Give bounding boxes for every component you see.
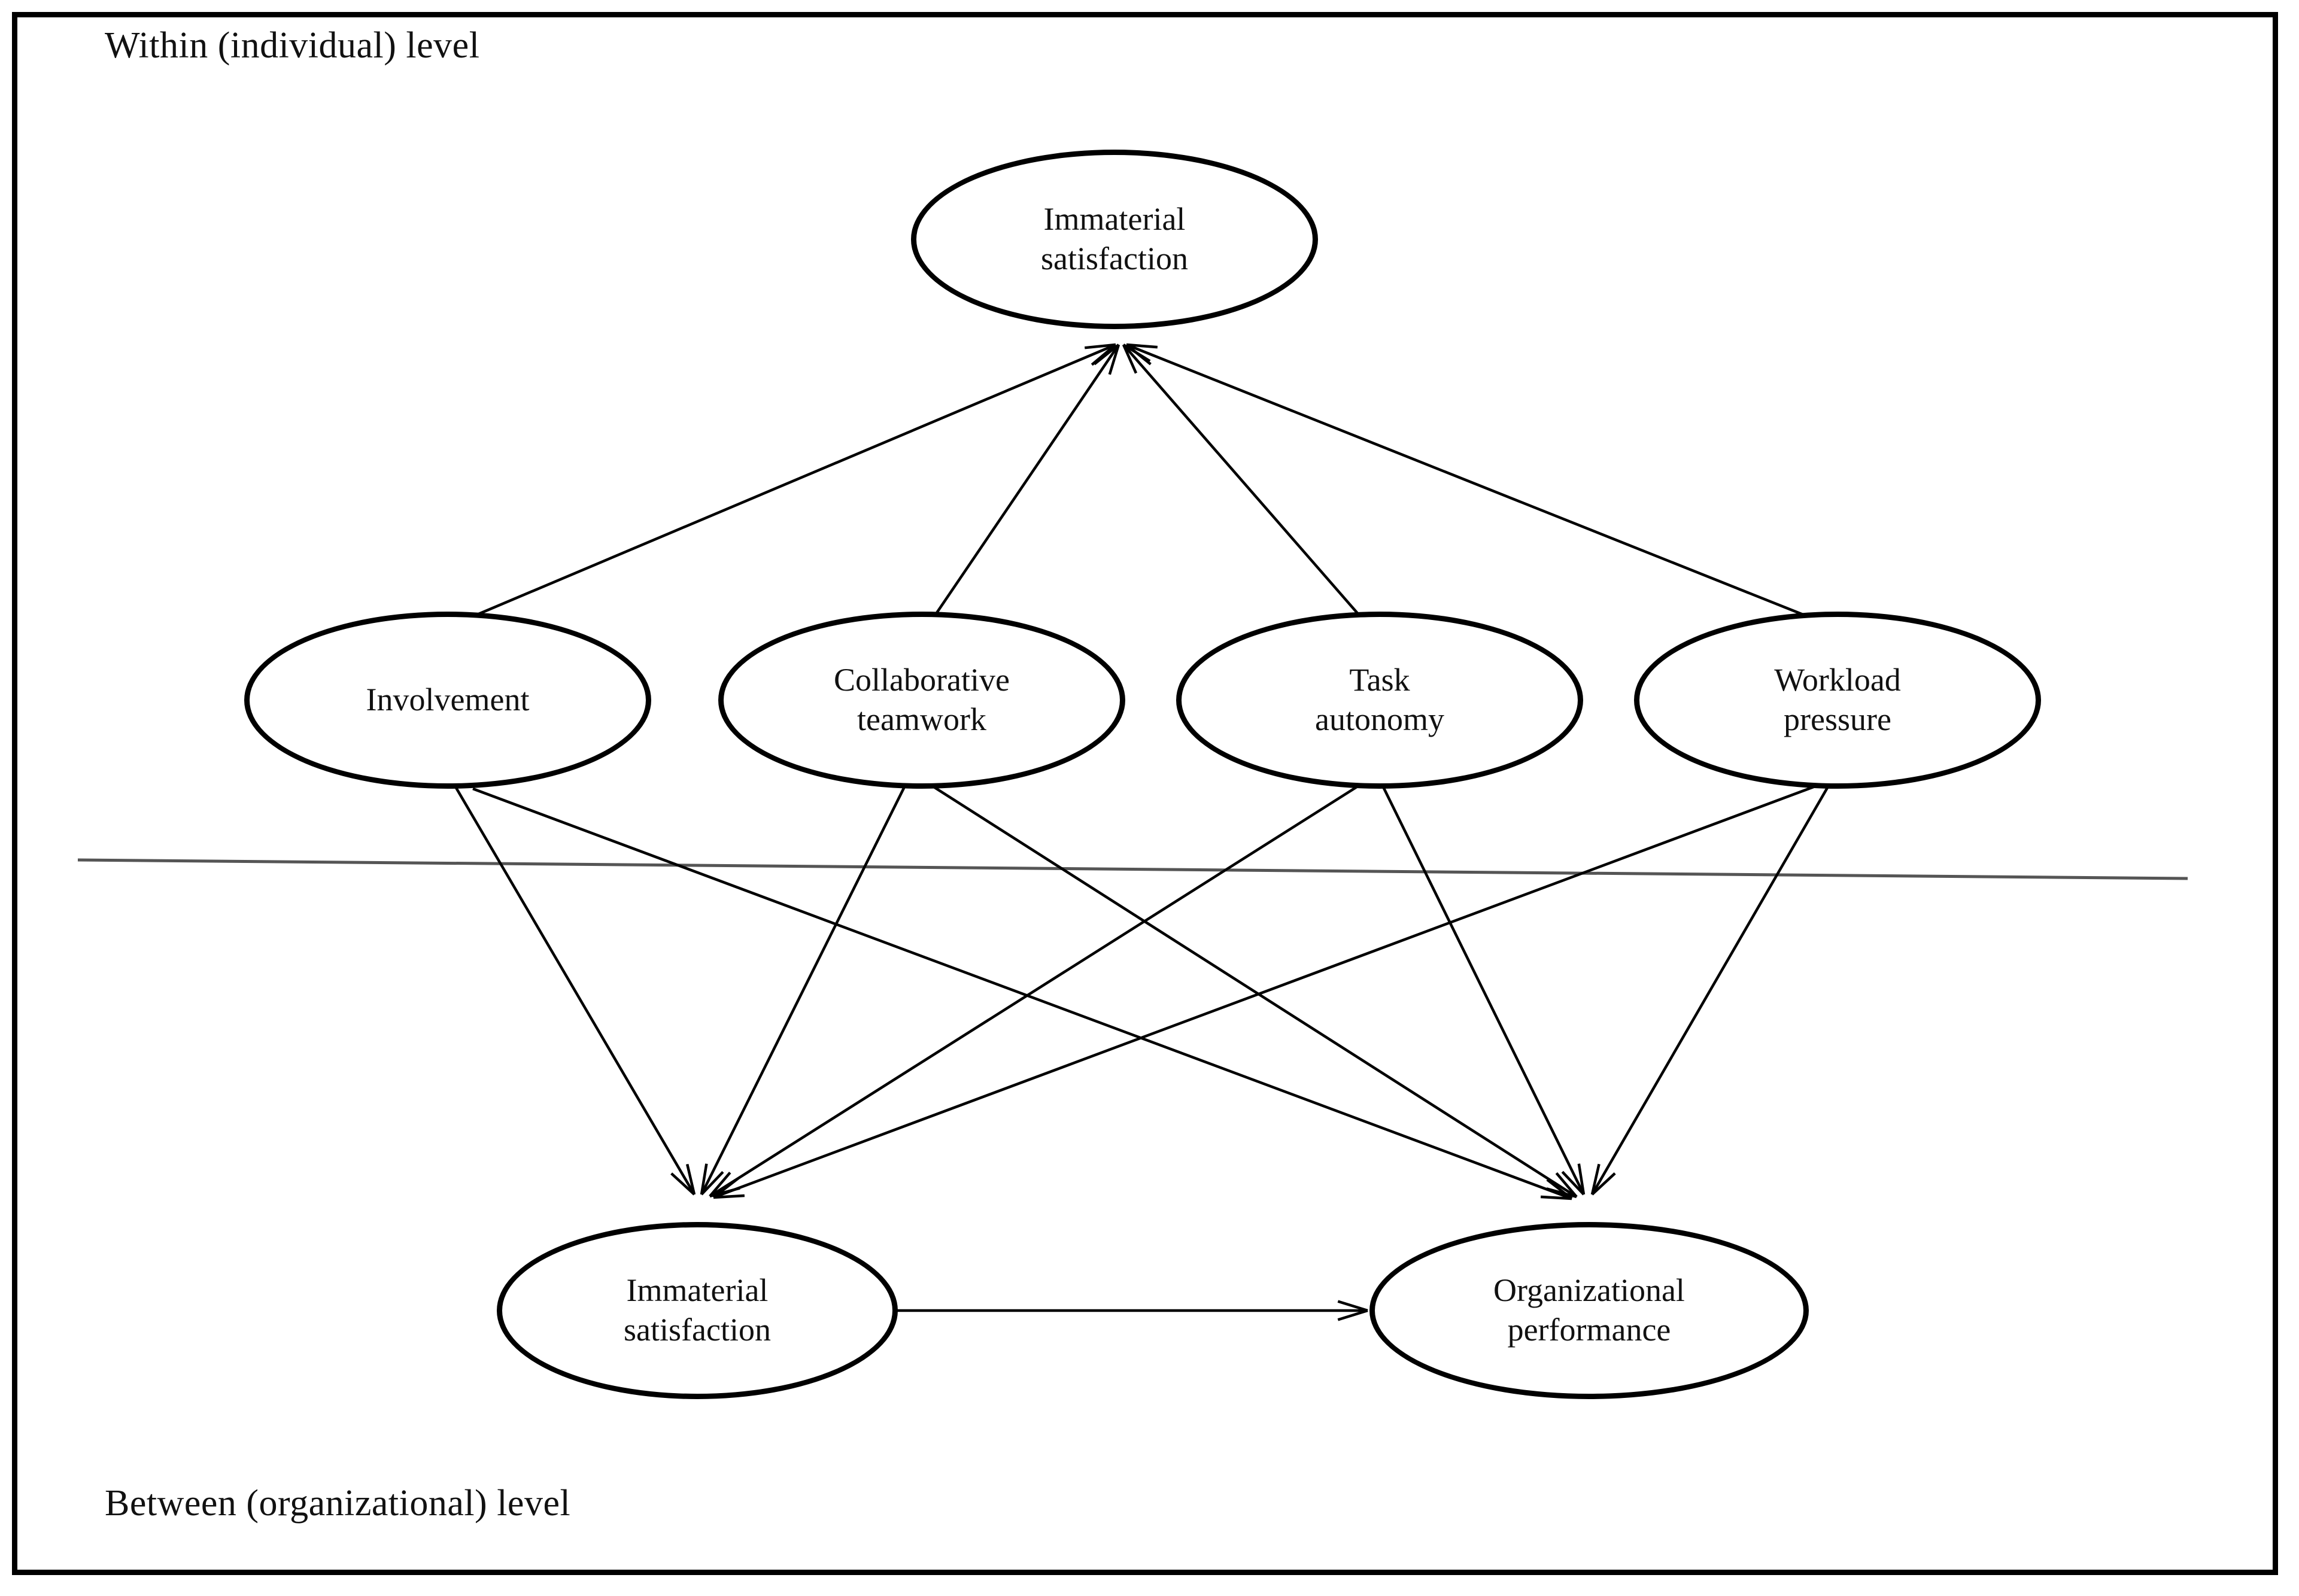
- arrow-line: [933, 786, 1578, 1198]
- node-between-immaterial-satisfaction[interactable]: Immaterial satisfaction: [497, 1222, 898, 1399]
- arrowhead-stroke: [1591, 1172, 1616, 1196]
- arrowhead-stroke: [685, 1163, 696, 1195]
- within-level-label: Within (individual) level: [105, 25, 480, 66]
- node-involvement[interactable]: Involvement: [244, 612, 651, 789]
- arrow-collaborative-teamwork-to-within-satisfaction: [934, 343, 1120, 616]
- arrow-line: [472, 787, 1572, 1200]
- node-label: Workload pressure: [1774, 662, 1901, 737]
- arrow-task-autonomy-to-within-satisfaction: [1122, 343, 1360, 616]
- arrowhead-stroke: [1126, 343, 1158, 349]
- arrow-task-autonomy-to-organizational-performance: [1381, 785, 1586, 1196]
- arrowhead-stroke: [1540, 1195, 1572, 1200]
- arrow-workload-pressure-to-within-satisfaction: [1125, 343, 1808, 618]
- arrowhead-stroke: [1122, 344, 1138, 374]
- node-label: Immaterial satisfaction: [624, 1272, 771, 1348]
- arrow-involvement-to-organizational-performance: [472, 787, 1573, 1200]
- node-label: Immaterial satisfaction: [1041, 201, 1188, 276]
- arrow-collaborative-teamwork-to-organizational-performance: [933, 786, 1578, 1199]
- arrow-line: [713, 785, 1814, 1199]
- node-within-immaterial-satisfaction[interactable]: Immaterial satisfaction: [911, 150, 1318, 329]
- node-label: Collaborative teamwork: [834, 662, 1010, 737]
- arrow-line: [1122, 343, 1360, 616]
- arrowhead-stroke: [670, 1172, 696, 1196]
- node-label: Organizational performance: [1493, 1272, 1685, 1348]
- arrowhead-stroke: [709, 1171, 731, 1197]
- arrow-workload-pressure-to-between-satisfaction: [712, 785, 1814, 1199]
- arrow-line: [934, 343, 1120, 616]
- node-organizational-performance[interactable]: Organizational performance: [1369, 1222, 1809, 1399]
- arrow-workload-pressure-to-organizational-performance: [1590, 785, 1830, 1196]
- arrow-line: [709, 785, 1360, 1197]
- arrowhead-stroke: [1125, 343, 1152, 366]
- arrow-line: [1591, 785, 1830, 1196]
- arrow-involvement-to-between-satisfaction: [454, 785, 696, 1196]
- arrowhead-stroke: [1093, 343, 1120, 366]
- arrowhead-stroke: [713, 1194, 745, 1199]
- arrowhead-stroke: [1555, 1172, 1578, 1198]
- arrowhead-stroke: [1337, 1309, 1368, 1321]
- arrowhead-stroke: [1561, 1171, 1585, 1196]
- node-label: Task autonomy: [1315, 662, 1444, 737]
- arrowhead-stroke: [1337, 1300, 1368, 1312]
- arrow-task-autonomy-to-between-satisfaction: [709, 785, 1360, 1198]
- node-collaborative-teamwork[interactable]: Collaborative teamwork: [718, 612, 1125, 789]
- node-task-autonomy[interactable]: Task autonomy: [1176, 612, 1583, 789]
- node-workload-pressure[interactable]: Workload pressure: [1634, 612, 2041, 789]
- arrow-line: [1126, 343, 1808, 618]
- arrow-line: [700, 785, 907, 1196]
- arrowhead-stroke: [1577, 1163, 1586, 1195]
- between-level-label: Between (organizational) level: [105, 1483, 571, 1524]
- arrowhead-stroke: [1108, 344, 1120, 375]
- arrowhead-stroke: [1085, 343, 1116, 349]
- arrow-collaborative-teamwork-to-between-satisfaction: [700, 785, 907, 1196]
- node-label: Involvement: [366, 682, 530, 718]
- arrow-group: [454, 343, 1830, 1321]
- level-divider-line: [77, 858, 2188, 880]
- arrowhead-stroke: [1590, 1163, 1601, 1195]
- level-divider-group: [77, 858, 2188, 880]
- arrowhead-stroke: [712, 1177, 739, 1199]
- arrow-between-satisfaction-to-organizational-performance: [896, 1300, 1368, 1321]
- arrowhead-stroke: [700, 1163, 708, 1195]
- arrow-line: [1381, 785, 1586, 1195]
- arrowhead-stroke: [700, 1171, 724, 1196]
- arrowhead-stroke: [1546, 1187, 1577, 1199]
- arrow-involvement-to-within-satisfaction: [472, 343, 1117, 618]
- arrow-line: [472, 343, 1116, 618]
- arrow-line: [454, 785, 696, 1196]
